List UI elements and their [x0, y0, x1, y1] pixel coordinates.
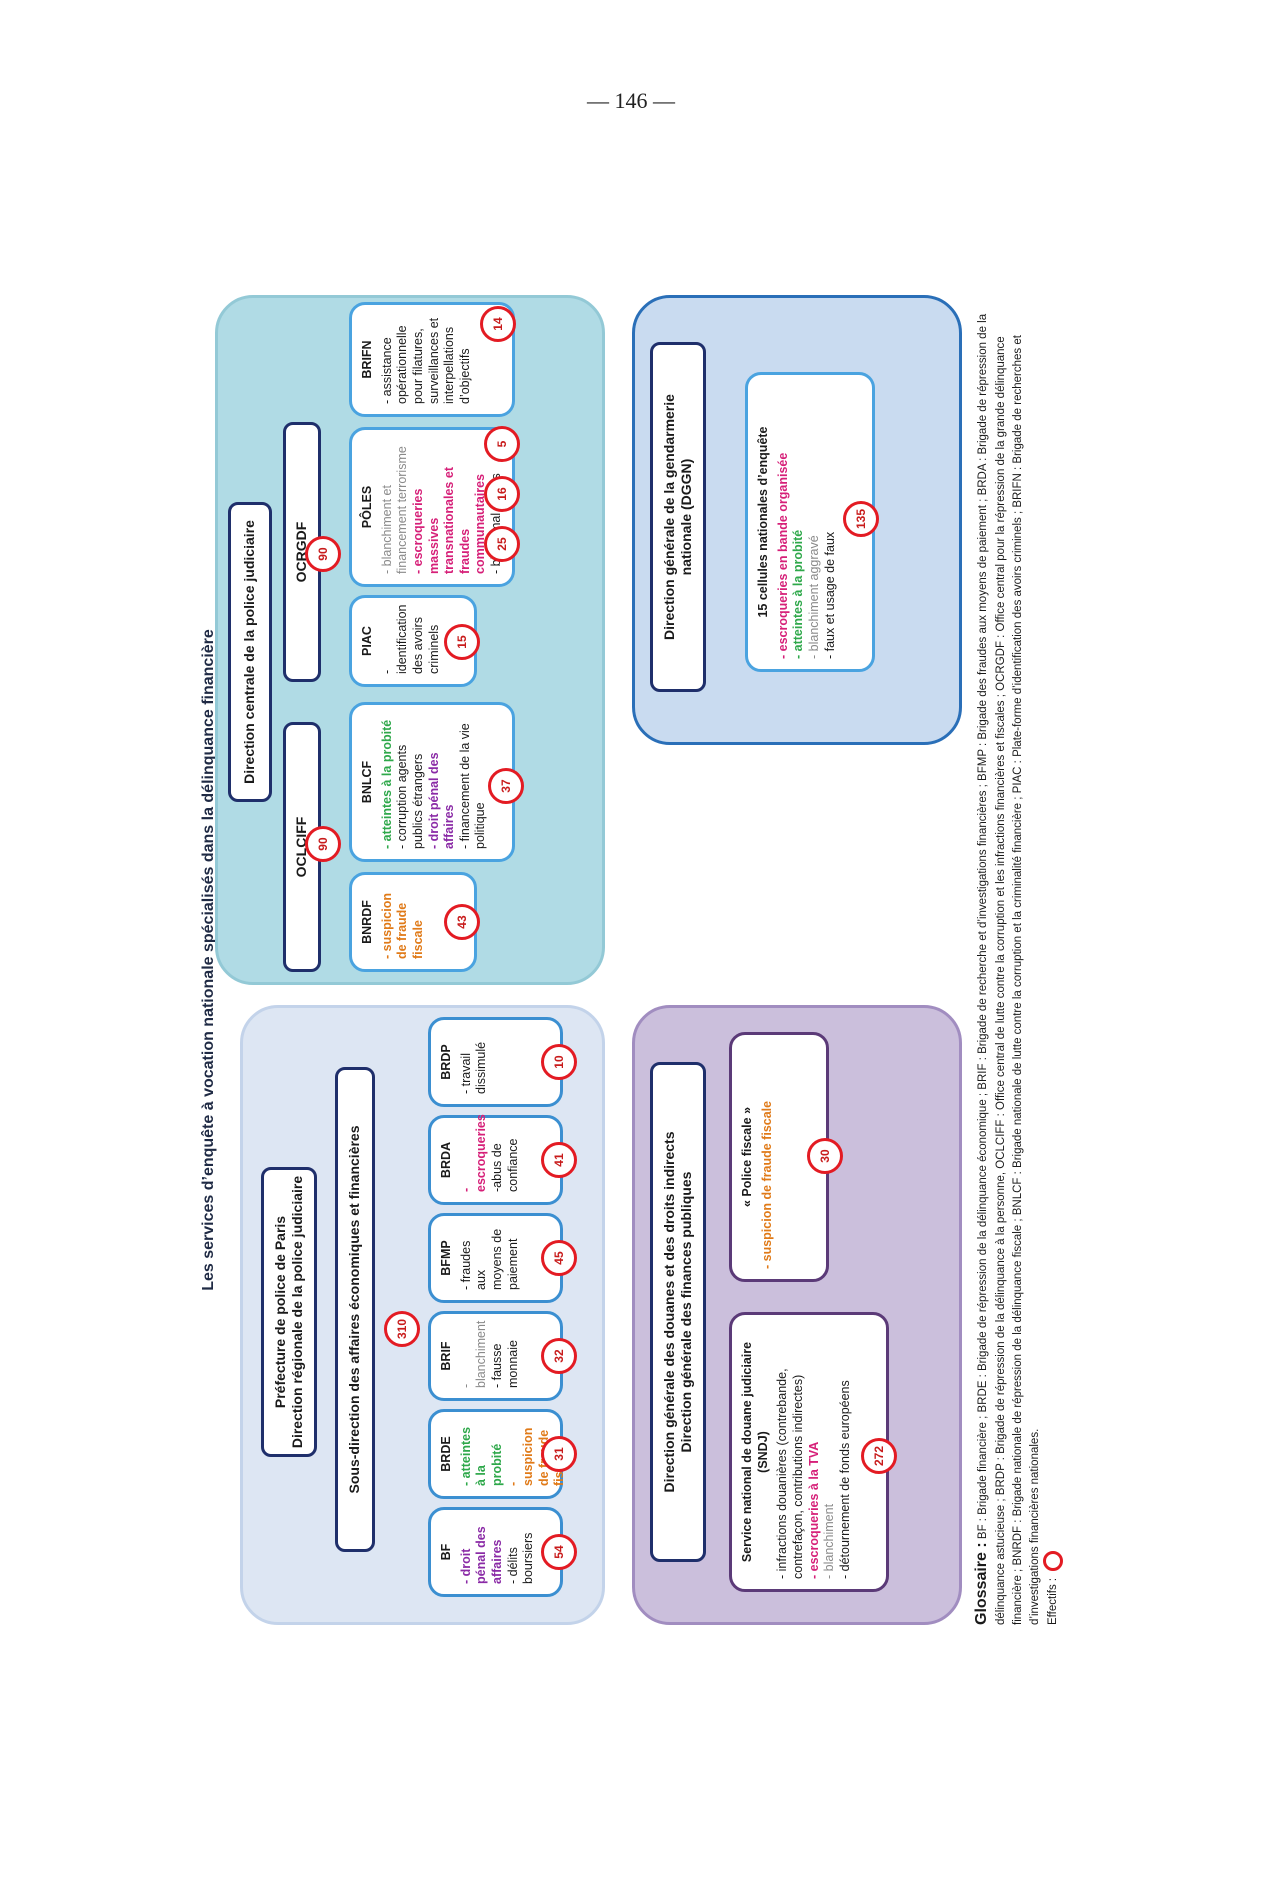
poles-count-badge-2: 16 [484, 476, 520, 512]
ocrgdf-count-badge: 90 [305, 536, 341, 572]
gendarmerie-region: Direction générale de la gendarmerie nat… [632, 295, 962, 745]
dcpj-header: Direction centrale de la police judiciai… [228, 502, 272, 802]
count-badge-bf: 54 [541, 1534, 577, 1570]
page-number: — 146 — [587, 88, 675, 113]
org-chart-figure: Les services d’enquête à vocation nation… [200, 295, 1064, 1625]
unit-name: BF [439, 1543, 453, 1561]
poles-count-badge-3: 5 [484, 426, 520, 462]
bnlcf-count-badge: 37 [488, 768, 524, 804]
dcpj-region: Direction centrale de la police judiciai… [215, 295, 605, 985]
count-badge-brda: 41 [541, 1142, 577, 1178]
bnrdf-count-badge: 43 [444, 904, 480, 940]
paris-region: Préfecture de police de Paris Direction … [240, 1005, 605, 1625]
count-badge-brif: 32 [541, 1338, 577, 1374]
count-badge-brde: 31 [541, 1436, 577, 1472]
effectifs-label: Effectifs : [1047, 1577, 1060, 1625]
paris-subheader: Sous-direction des affaires économiques … [335, 1067, 375, 1552]
brifn-count-badge: 14 [480, 306, 516, 342]
glossary-text: BF : Brigade financière ; BRDE : Brigade… [977, 313, 1041, 1625]
poles-count-badge-1: 25 [484, 526, 520, 562]
police-fiscale-count-badge: 30 [807, 1138, 843, 1174]
gendarmerie-header: Direction générale de la gendarmerie nat… [650, 342, 706, 692]
effectifs-legend-circle [1043, 1550, 1064, 1571]
paris-total-badge: 310 [384, 1311, 420, 1347]
sndj-count-badge: 272 [861, 1438, 897, 1474]
douane-region: Direction générale des douanes et des dr… [632, 1005, 962, 1625]
paris-header-line2: Direction régionale de la police judicia… [289, 1175, 305, 1449]
paris-header: Préfecture de police de Paris Direction … [261, 1167, 317, 1457]
oclciff-count-badge: 90 [305, 826, 341, 862]
douane-header: Direction générale des douanes et des dr… [650, 1062, 706, 1562]
glossary: Glossaire : BF : Brigade financière ; BR… [970, 295, 1064, 1625]
cellules-count-badge: 135 [843, 501, 879, 537]
paris-header-line1: Préfecture de police de Paris [271, 1215, 288, 1409]
glossary-label: Glossaire : [973, 1542, 990, 1625]
piac-count-badge: 15 [444, 624, 480, 660]
count-badge-brdp: 10 [541, 1044, 577, 1080]
count-badge-bfmp: 45 [541, 1240, 577, 1276]
